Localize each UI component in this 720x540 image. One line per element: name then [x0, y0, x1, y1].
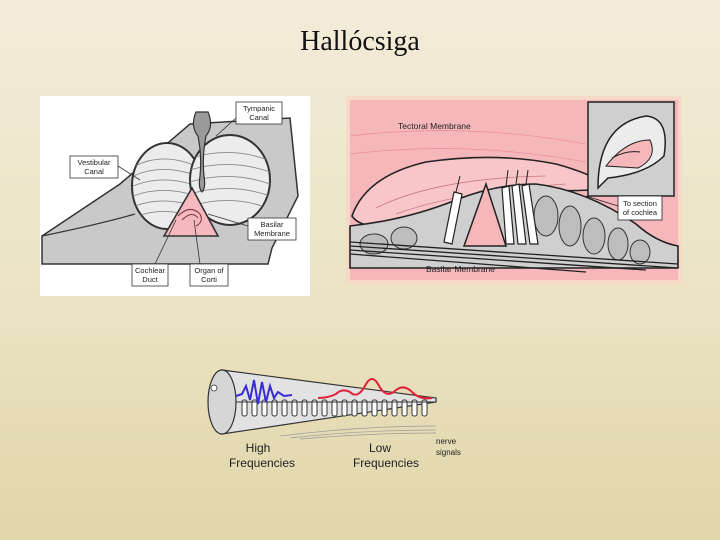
label-tympanic-canal-line2: Canal	[249, 113, 269, 122]
frequency-tonotopy-diagram: High Frequencies Low Frequencies nerve s…	[200, 366, 480, 476]
label-vestibular-canal-line2: Canal	[84, 167, 104, 176]
label-cochlear-duct-line1: Cochlear	[135, 266, 166, 275]
label-high-line2: Frequencies	[229, 456, 295, 470]
label-organ-of-corti-line2: Corti	[201, 275, 217, 284]
label-basilar-membrane-detail: Basilar Membrane	[426, 264, 495, 274]
label-to-section-line1: To section	[623, 199, 657, 208]
slide-title: Hallócsiga	[0, 26, 720, 58]
label-organ-of-corti-line1: Organ of	[194, 266, 224, 275]
label-nerve-line2: signals	[436, 448, 461, 457]
label-basilar-membrane-line1: Basilar	[261, 220, 284, 229]
label-high-line1: High	[246, 441, 271, 455]
label-tectoral-membrane: Tectoral Membrane	[398, 121, 471, 131]
label-tympanic-canal-line1: Tympanic	[243, 104, 275, 113]
organ-of-corti-detail-diagram: To section of cochlea Tectoral Membrane …	[346, 96, 682, 284]
nerve-fibers	[280, 426, 436, 439]
label-nerve-line1: nerve	[436, 437, 457, 446]
label-cochlear-duct-line2: Duct	[142, 275, 158, 284]
label-low-line2: Frequencies	[353, 456, 419, 470]
label-vestibular-canal-line1: Vestibular	[78, 158, 111, 167]
label-low-line1: Low	[369, 441, 391, 455]
cochlea-cross-section-diagram: Tympanic Canal Vestibular Canal Basilar …	[40, 96, 310, 296]
label-to-section-line2: of cochlea	[623, 208, 658, 217]
label-basilar-membrane-line2: Membrane	[254, 229, 290, 238]
